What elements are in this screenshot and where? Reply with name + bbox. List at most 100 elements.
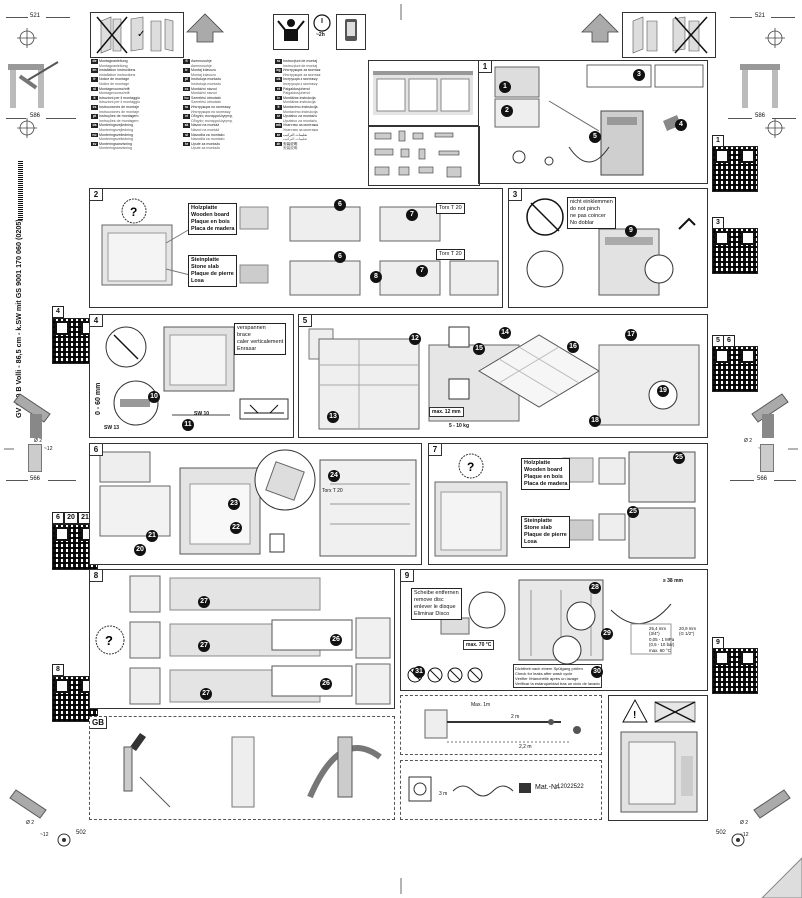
max-temp-label: max. 70 °C <box>463 640 495 650</box>
lang-code: it <box>91 95 98 101</box>
hose-length-box: Max. 1m 2 m 2,2 m <box>400 695 602 755</box>
lang-row-sub: Asennusohje <box>191 63 212 68</box>
lang-row-sub: Інструкція з монтажу <box>283 81 318 86</box>
lang-text: Montážní návod <box>191 86 217 91</box>
lang-code: sk <box>183 123 190 128</box>
lang-code: sv <box>91 141 98 147</box>
lang-text: Montaj kılavuzu <box>191 68 216 73</box>
hole-diameter-br: Ø 2 <box>740 820 749 826</box>
lang-row-sub: Montagevoorschrift <box>99 91 130 96</box>
gb-panel: GB <box>89 716 395 820</box>
lang-text: Інструкція з монтажу <box>283 77 318 82</box>
depth-range: 0 - 60 mm <box>95 382 102 415</box>
dim-top-right: 521 <box>755 13 766 19</box>
phone-icon-box <box>336 14 366 50</box>
lang-code: uk <box>275 77 282 82</box>
lang-code: et <box>275 86 282 92</box>
dim-side-left: 566 <box>30 476 41 482</box>
drill-left-mid <box>13 393 51 438</box>
hole-depth-left: ~12 <box>44 446 53 452</box>
lang-row-sub: Monteringsvejledning <box>99 127 133 132</box>
lang-text: Montageanleitung <box>99 59 128 63</box>
lang-code: lt <box>275 104 282 110</box>
page-corner <box>761 857 802 898</box>
qr-tag-20: 20 <box>64 512 78 524</box>
lang-text: Installation instructions <box>99 68 136 73</box>
lang-row-sub: Monteringsveiledning <box>99 137 133 142</box>
lang-text: Упатство за монтажа <box>283 123 319 128</box>
lang-code: ro <box>275 59 282 64</box>
lang-row-sub: Szerelési útmutató <box>191 100 221 105</box>
hole-diameter-right: Ø 2 <box>744 438 753 444</box>
lang-text: Uputstvo za montažu <box>283 114 317 119</box>
timer-label: ~2h <box>316 32 325 38</box>
lang-text: Montāžas instrukcija <box>283 95 316 100</box>
qr-code-3 <box>712 228 758 274</box>
lang-code: de <box>91 59 98 64</box>
up-arrow-right <box>581 13 619 43</box>
dim-mid-left: 586 <box>30 113 41 119</box>
lang-row-sub: Instrucciones de montaje <box>99 109 139 114</box>
lang-row-sub: Instrukcja montażu <box>191 81 222 86</box>
lang-code: en <box>91 68 98 73</box>
qr-tag-9: 9 <box>712 637 724 649</box>
lang-text: Инструкция за монтаж <box>283 68 321 73</box>
lang-text: Instruções de montagem <box>99 114 139 119</box>
lang-code: es <box>91 104 98 110</box>
lang-code: nl <box>91 86 98 92</box>
barcode <box>18 160 23 220</box>
len-38-label: ≥ 38 mm <box>663 578 683 584</box>
lang-text: Paigaldusjuhend <box>283 86 310 91</box>
dim-mid-right: 586 <box>755 113 766 119</box>
hole-diameter-bl: Ø 2 <box>26 820 35 826</box>
lang-code: el <box>183 114 190 119</box>
hose-len-2: 2 m <box>511 714 520 720</box>
svg-text:?: ? <box>467 460 474 474</box>
lang-text: Návod na montáž <box>191 123 220 128</box>
lang-row-sub: Montāžas instrukcija <box>283 100 316 105</box>
lang-text: Instrucciones de montaje <box>99 104 139 109</box>
lang-text: Instrukcja montażu <box>191 77 222 82</box>
lang-row-sub: Návod na montáž <box>191 127 220 132</box>
lang-row-sub: Instruções de montagem <box>99 118 139 123</box>
svg-text:?: ? <box>130 205 137 219</box>
max-mm-label: max. 12 mm <box>429 407 464 417</box>
parts-inventory <box>368 126 480 186</box>
qr-tag-8: 8 <box>52 664 64 676</box>
sw13-label: SW 13 <box>104 425 120 431</box>
lang-code: zh <box>275 141 282 147</box>
qr-tag-21: 21 <box>78 512 92 524</box>
torx-label-2: Torx T 20 <box>436 249 465 260</box>
lang-text: Instrucţiuni de montaj <box>283 59 318 63</box>
lang-row-sub: Montaj kılavuzu <box>191 72 216 77</box>
top-icon-box-right <box>622 12 716 58</box>
lang-text: تعليمات التركيب <box>283 132 308 137</box>
lang-code: ru <box>183 104 190 110</box>
qr-code-9 <box>712 648 758 694</box>
hose-max-len: Max. 1m <box>471 702 491 708</box>
timer-icon <box>313 14 331 32</box>
drill-left-bottom <box>9 789 71 847</box>
lang-code: da <box>91 123 98 128</box>
lang-code: lv <box>275 95 282 101</box>
